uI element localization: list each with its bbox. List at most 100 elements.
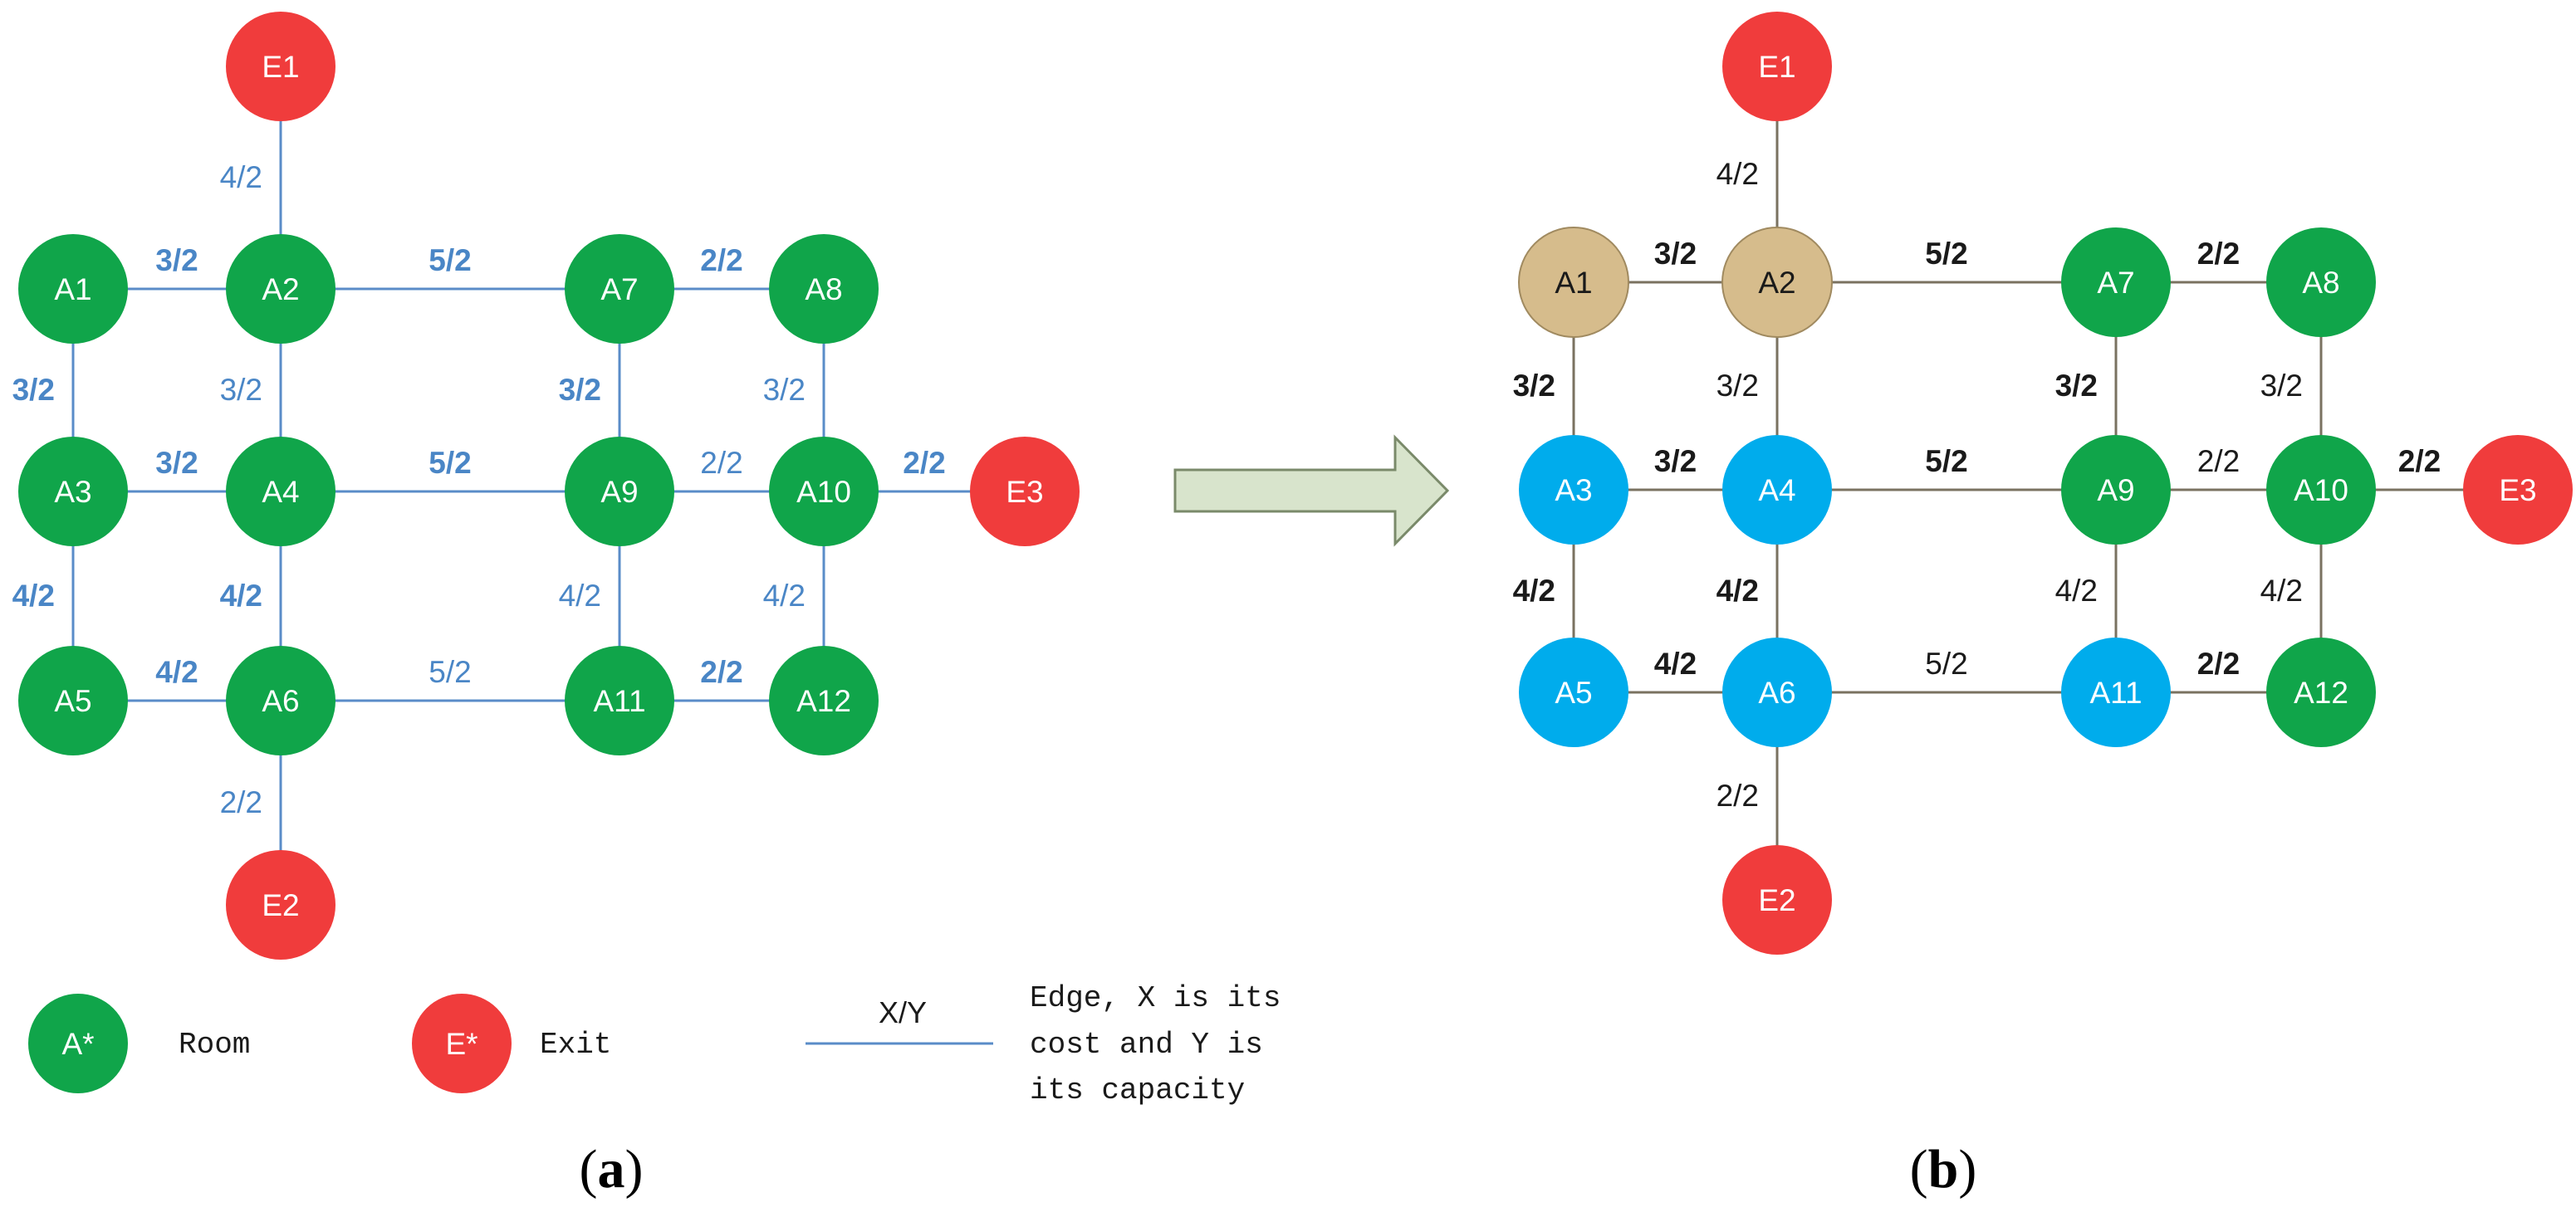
legend-edge-symbol: X/Y xyxy=(879,995,927,1029)
edge-label-a9-a11: 4/2 xyxy=(2055,574,2098,608)
legend-edge-desc-line1: Edge, X is its xyxy=(1030,981,1281,1015)
edge-label-a10-e3: 2/2 xyxy=(903,446,945,480)
node-e1: E1 xyxy=(1722,12,1832,121)
node-a5-label: A5 xyxy=(1555,676,1592,710)
node-a9-circle xyxy=(2061,435,2171,545)
node-a12-label: A12 xyxy=(796,684,851,718)
node-a9-label: A9 xyxy=(2097,473,2134,507)
node-a10-circle xyxy=(769,437,879,546)
node-a12-circle xyxy=(769,646,879,755)
node-a9: A9 xyxy=(565,437,674,546)
node-a6-circle xyxy=(1722,638,1832,747)
node-e1-label: E1 xyxy=(1758,50,1795,84)
node-a1: A1 xyxy=(18,234,128,344)
edge-label-e1-a2: 4/2 xyxy=(220,160,262,194)
node-a3-circle xyxy=(1519,435,1628,545)
node-a10-label: A10 xyxy=(2294,473,2348,507)
legend-exit-circle xyxy=(412,994,512,1093)
edge-label-a9-a10: 2/2 xyxy=(2197,444,2240,478)
node-a2-label: A2 xyxy=(262,272,299,306)
node-a2: A2 xyxy=(226,234,335,344)
legend: A* Room E* Exit X/Y Edge, X is its cost … xyxy=(28,981,1281,1107)
node-a8-label: A8 xyxy=(805,272,842,306)
edge-label-a4-a9: 5/2 xyxy=(1925,444,1967,478)
node-a10: A10 xyxy=(769,437,879,546)
node-a12-label: A12 xyxy=(2294,676,2348,710)
edge-label-a6-a11: 5/2 xyxy=(1925,647,1967,681)
node-a1-circle xyxy=(18,234,128,344)
edge-label-a3-a4: 3/2 xyxy=(155,446,198,480)
node-e2-circle xyxy=(1722,845,1832,955)
node-a8-circle xyxy=(769,234,879,344)
node-e2: E2 xyxy=(1722,845,1832,955)
edge-label-a4-a6: 4/2 xyxy=(1717,574,1759,608)
edge-label-a2-a4: 3/2 xyxy=(1717,369,1759,403)
edge-label-a6-e2: 2/2 xyxy=(1717,779,1759,813)
node-a8: A8 xyxy=(769,234,879,344)
node-a3-circle xyxy=(18,437,128,546)
edge-label-a4-a6: 4/2 xyxy=(220,579,262,613)
node-e1-label: E1 xyxy=(262,50,299,84)
caption-a: (a) xyxy=(580,1139,644,1200)
legend-room-circle xyxy=(28,994,128,1093)
panel-a-edges xyxy=(71,66,1025,905)
edge-label-a2-a7: 5/2 xyxy=(429,243,471,277)
edge-label-a3-a5: 4/2 xyxy=(1513,574,1555,608)
legend-exit-label: Exit xyxy=(540,1028,611,1062)
node-e2: E2 xyxy=(226,850,335,960)
node-a5: A5 xyxy=(1519,638,1628,747)
edge-label-a5-a6: 4/2 xyxy=(1654,647,1697,681)
edge-label-a1-a3: 3/2 xyxy=(1513,369,1555,403)
node-a11: A11 xyxy=(2061,638,2171,747)
edge-label-a3-a4: 3/2 xyxy=(1654,444,1697,478)
caption-b: (b) xyxy=(1910,1139,1977,1200)
node-a7-label: A7 xyxy=(600,272,638,306)
node-a2-label: A2 xyxy=(1758,266,1795,300)
edge-label-a8-a10: 3/2 xyxy=(2260,369,2303,403)
node-a3: A3 xyxy=(1519,435,1628,545)
node-a9-label: A9 xyxy=(600,475,638,509)
edge-label-a7-a8: 2/2 xyxy=(2197,237,2240,271)
node-a6-label: A6 xyxy=(1758,676,1795,710)
edge-label-a2-a7: 5/2 xyxy=(1925,237,1967,271)
node-e3-circle xyxy=(2463,435,2573,545)
edge-label-a3-a5: 4/2 xyxy=(12,579,55,613)
node-a12-circle xyxy=(2266,638,2376,747)
node-a8-label: A8 xyxy=(2302,266,2339,300)
edge-label-a6-e2: 2/2 xyxy=(220,785,262,819)
node-a11-label: A11 xyxy=(593,684,645,718)
edge-label-a10-a12: 4/2 xyxy=(763,579,806,613)
transition-arrow xyxy=(1173,434,1450,547)
node-a8: A8 xyxy=(2266,227,2376,337)
node-a5-label: A5 xyxy=(54,684,91,718)
node-a7-circle xyxy=(2061,227,2171,337)
node-a1-label: A1 xyxy=(1555,266,1592,300)
node-a5-circle xyxy=(1519,638,1628,747)
edge-label-a2-a4: 3/2 xyxy=(220,373,262,407)
edge-label-a4-a9: 5/2 xyxy=(429,446,471,480)
panel-b-edges xyxy=(1572,66,2518,900)
node-a4-label: A4 xyxy=(262,475,299,509)
node-a6: A6 xyxy=(1722,638,1832,747)
edge-label-a11-a12: 2/2 xyxy=(700,655,742,689)
node-a10: A10 xyxy=(2266,435,2376,545)
edge-label-a7-a9: 3/2 xyxy=(559,373,601,407)
node-a4-circle xyxy=(226,437,335,546)
node-a12: A12 xyxy=(2266,638,2376,747)
node-a5: A5 xyxy=(18,646,128,755)
legend-exit-symbol: E* xyxy=(445,1027,477,1061)
node-a11-label: A11 xyxy=(2089,676,2142,710)
node-a4: A4 xyxy=(1722,435,1832,545)
node-e3: E3 xyxy=(970,437,1080,546)
legend-edge-desc-line2: cost and Y is xyxy=(1030,1028,1263,1062)
node-e1: E1 xyxy=(226,12,335,121)
node-a7-circle xyxy=(565,234,674,344)
node-e2-circle xyxy=(226,850,335,960)
node-a11: A11 xyxy=(565,646,674,755)
node-a1: A1 xyxy=(1518,227,1629,338)
